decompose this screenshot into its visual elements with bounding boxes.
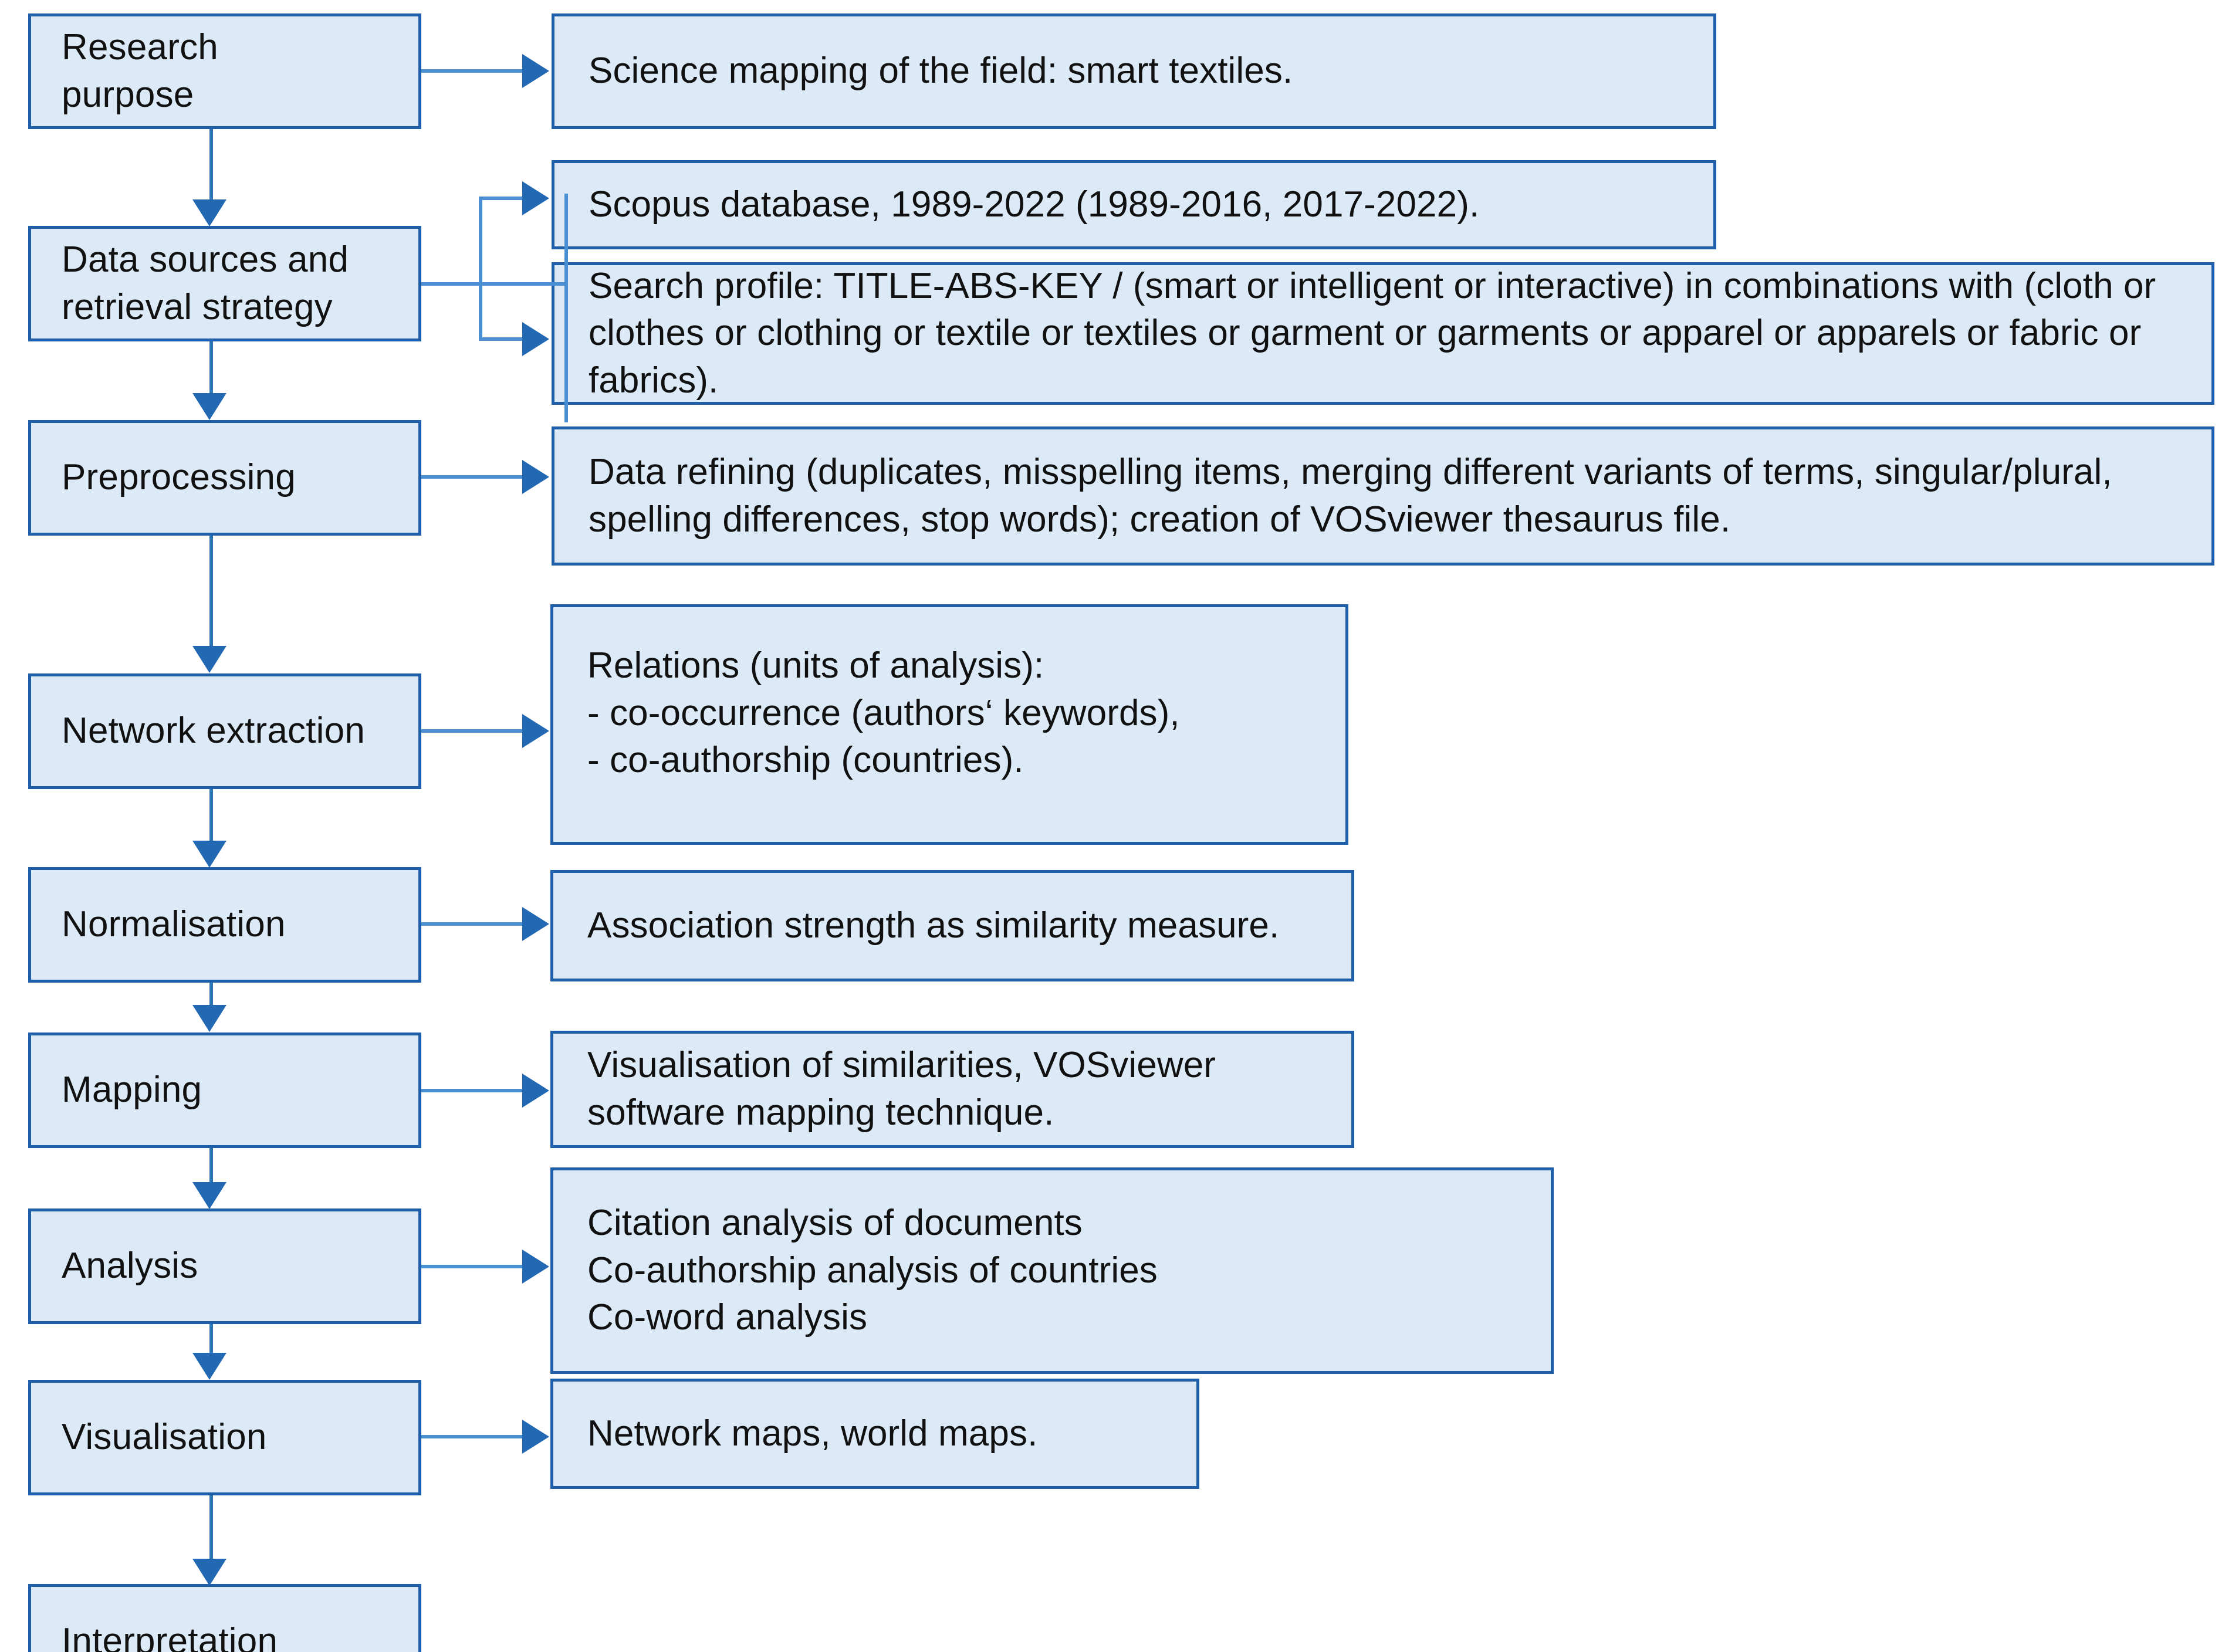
description-box-research-purpose[interactable]: Science mapping of the field: smart text… [552,13,1716,129]
description-box-visualisation[interactable]: Network maps, world maps. [550,1379,1199,1489]
stage-label-network-extraction: Network extraction [62,710,366,751]
stage-label-visualisation: Visualisation [62,1417,267,1458]
description-box-scopus[interactable]: Scopus database, 1989-2022 (1989-2016, 2… [552,160,1716,249]
description-text-normalisation: Association strength as similarity measu… [587,905,1280,946]
description-text-mapping: Visualisation of similarities, VOSviewer… [587,1045,1216,1133]
description-box-normalisation[interactable]: Association strength as similarity measu… [550,870,1354,981]
description-box-preprocessing[interactable]: Data refining (duplicates, misspelling i… [552,426,2214,566]
stage-box-data-sources[interactable]: Data sources and retrieval strategy [28,226,421,341]
description-text-preprocessing: Data refining (duplicates, misspelling i… [589,451,2112,540]
description-box-network-extraction[interactable]: Relations (units of analysis): - co-occu… [550,604,1348,845]
stage-label-analysis: Analysis [62,1245,198,1287]
stage-label-data-sources: Data sources and retrieval strategy [62,239,349,327]
stage-box-interpretation[interactable]: Interpretation [28,1584,421,1652]
stage-label-normalisation: Normalisation [62,904,286,945]
stage-box-preprocessing[interactable]: Preprocessing [28,420,421,536]
stage-box-network-extraction[interactable]: Network extraction [28,673,421,789]
description-box-analysis[interactable]: Citation analysis of documents Co-author… [550,1167,1554,1374]
stage-box-research-purpose[interactable]: Research purpose [28,13,421,129]
description-text-scopus: Scopus database, 1989-2022 (1989-2016, 2… [589,184,1480,225]
description-box-search-profile[interactable]: Search profile: TITLE-ABS-KEY / (smart o… [552,262,2214,405]
description-text-search-profile: Search profile: TITLE-ABS-KEY / (smart o… [589,265,2156,401]
stage-label-research-purpose: Research purpose [62,26,218,115]
stage-box-visualisation[interactable]: Visualisation [28,1380,421,1495]
stage-box-normalisation[interactable]: Normalisation [28,867,421,983]
stage-box-mapping[interactable]: Mapping [28,1032,421,1148]
stage-label-preprocessing: Preprocessing [62,457,296,498]
description-box-mapping[interactable]: Visualisation of similarities, VOSviewer… [550,1031,1354,1148]
description-text-analysis: Citation analysis of documents Co-author… [587,1203,1158,1338]
stage-label-interpretation: Interpretation [62,1621,278,1652]
description-text-network-extraction: Relations (units of analysis): - co-occu… [587,645,1180,781]
description-text-research-purpose: Science mapping of the field: smart text… [589,50,1293,92]
stage-box-analysis[interactable]: Analysis [28,1208,421,1324]
stage-label-mapping: Mapping [62,1069,202,1111]
description-text-visualisation: Network maps, world maps. [587,1413,1038,1454]
